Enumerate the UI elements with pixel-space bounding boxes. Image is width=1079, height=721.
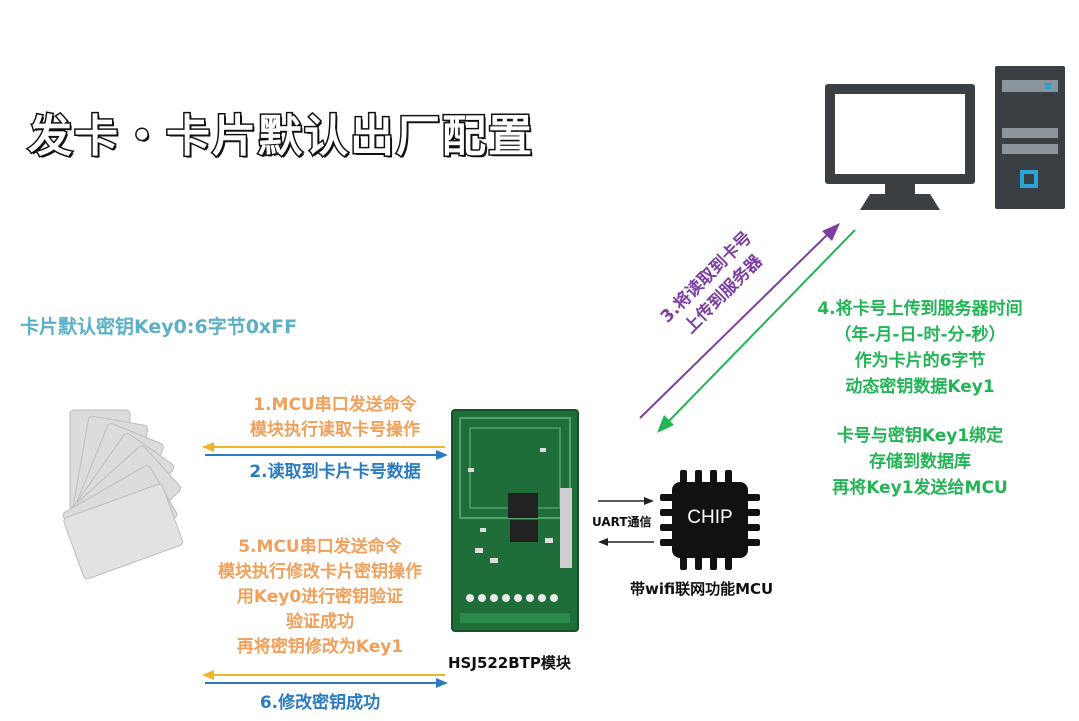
module-label: HSJ522BTP模块 <box>448 654 571 672</box>
step5-line2: 模块执行修改卡片密钥操作 <box>218 562 422 582</box>
step4-line2: （年-月-日-时-分-秒） <box>834 325 1006 345</box>
step4b-line3: 再将Key1发送给MCU <box>832 478 1008 498</box>
server-arrows <box>639 223 856 433</box>
step4-text: 4.将卡号上传到服务器时间 （年-月-日-时-分-秒） 作为卡片的6字节 动态密… <box>770 296 1070 400</box>
uart-label: UART通信 <box>592 515 652 529</box>
step5-line3: 用Key0进行密钥验证 <box>236 587 404 607</box>
step4b-line1: 卡号与密钥Key1绑定 <box>836 426 1004 446</box>
uart-arrow-left <box>598 538 654 546</box>
step5-line5: 再将密钥修改为Key1 <box>236 637 404 657</box>
step1-line2: 模块执行读取卡号操作 <box>250 420 420 440</box>
step1-line1: 1.MCU串口发送命令 <box>253 395 417 415</box>
step5-line1: 5.MCU串口发送命令 <box>238 537 402 557</box>
step4b-line2: 存储到数据库 <box>869 452 971 472</box>
computer-icon <box>825 66 1065 210</box>
step2-text: 2.读取到卡片卡号数据 <box>249 462 421 482</box>
card <box>63 483 184 580</box>
step5-text: 5.MCU串口发送命令 模块执行修改卡片密钥操作 用Key0进行密钥验证 验证成… <box>170 535 470 660</box>
step5-line4: 验证成功 <box>286 612 354 632</box>
step4-line1: 4.将卡号上传到服务器时间 <box>817 299 1023 319</box>
chip-icon <box>660 470 760 570</box>
arrow-step2 <box>205 450 448 460</box>
chip-text: CHIP <box>687 507 733 528</box>
step4-line3: 作为卡片的6字节 <box>854 351 986 371</box>
default-key-label: 卡片默认密钥Key0:6字节0xFF <box>20 316 298 338</box>
arrow-step6 <box>205 678 448 688</box>
card-stack-illustration <box>62 409 184 580</box>
step6-text: 6.修改密钥成功 <box>259 693 381 713</box>
arrow-step1 <box>202 442 445 452</box>
page-title: 发卡・卡片默认出厂配置 <box>27 110 534 164</box>
mcu-label: 带wifi联网功能MCU <box>630 580 774 598</box>
module-board-illustration <box>451 409 579 632</box>
step4-line4: 动态密钥数据Key1 <box>845 377 995 397</box>
arrow-step5 <box>202 670 445 680</box>
step1-text: 1.MCU串口发送命令 模块执行读取卡号操作 <box>200 393 470 443</box>
uart-arrow-right <box>598 497 654 505</box>
step4b-text: 卡号与密钥Key1绑定 存储到数据库 再将Key1发送给MCU <box>770 423 1070 501</box>
